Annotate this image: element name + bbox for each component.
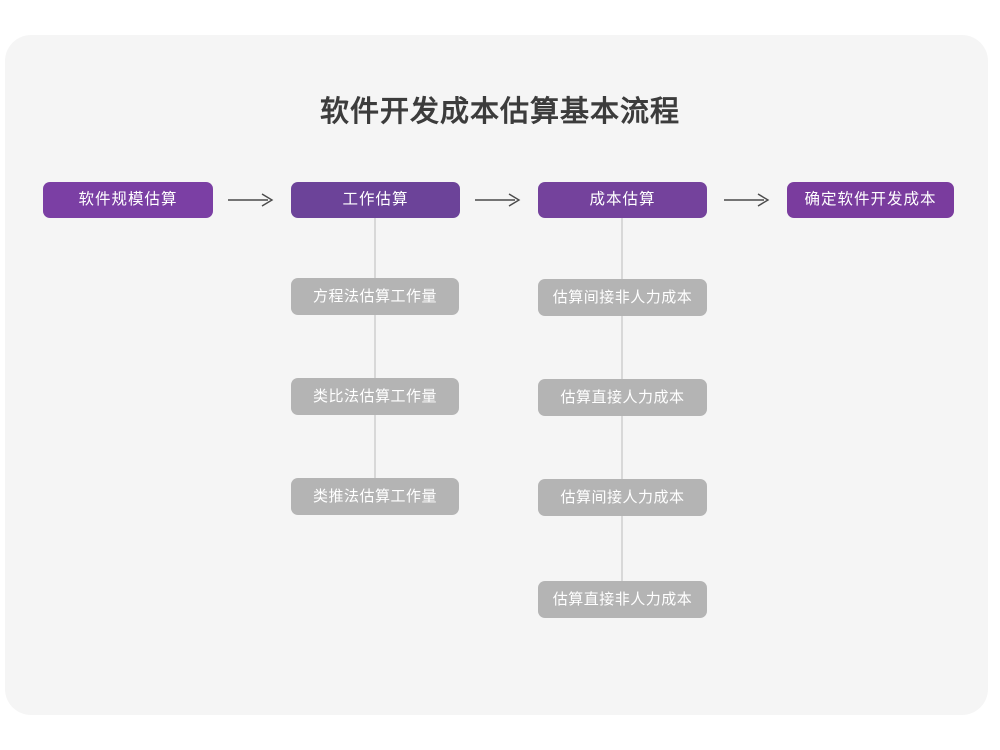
sub-label: 方程法估算工作量 — [312, 288, 437, 305]
sub-indirect-labor-cost[interactable]: 估算间接人力成本 — [538, 479, 707, 516]
sub-label: 类推法估算工作量 — [312, 488, 437, 505]
sub-analogous-method[interactable]: 类推法估算工作量 — [291, 478, 459, 515]
arrow-right-icon-1 — [228, 190, 276, 210]
stage-label: 成本估算 — [589, 191, 656, 209]
stage-cost-estimation[interactable]: 成本估算 — [538, 182, 707, 218]
sub-equation-method[interactable]: 方程法估算工作量 — [291, 278, 459, 315]
diagram-card — [5, 35, 988, 715]
sub-label: 类比法估算工作量 — [312, 388, 437, 405]
stage-software-scale-estimation[interactable]: 软件规模估算 — [43, 182, 213, 218]
sub-label: 估算直接人力成本 — [560, 389, 685, 406]
sub-direct-nonlabor-cost[interactable]: 估算直接非人力成本 — [538, 581, 707, 618]
connector-line-effort — [374, 218, 376, 500]
stage-effort-estimation[interactable]: 工作估算 — [291, 182, 460, 218]
stage-label: 确定软件开发成本 — [804, 191, 937, 209]
sub-label: 估算间接非人力成本 — [552, 289, 693, 306]
sub-label: 估算间接人力成本 — [560, 489, 685, 506]
sub-analogy-method[interactable]: 类比法估算工作量 — [291, 378, 459, 415]
sub-label: 估算直接非人力成本 — [552, 591, 693, 608]
sub-indirect-nonlabor-cost[interactable]: 估算间接非人力成本 — [538, 279, 707, 316]
stage-label: 工作估算 — [342, 191, 409, 209]
arrow-right-icon-3 — [724, 190, 772, 210]
arrow-right-icon-2 — [475, 190, 523, 210]
stage-label: 软件规模估算 — [78, 191, 178, 209]
sub-direct-labor-cost[interactable]: 估算直接人力成本 — [538, 379, 707, 416]
page-title: 软件开发成本估算基本流程 — [319, 96, 680, 128]
stage-determine-total-cost[interactable]: 确定软件开发成本 — [787, 182, 954, 218]
